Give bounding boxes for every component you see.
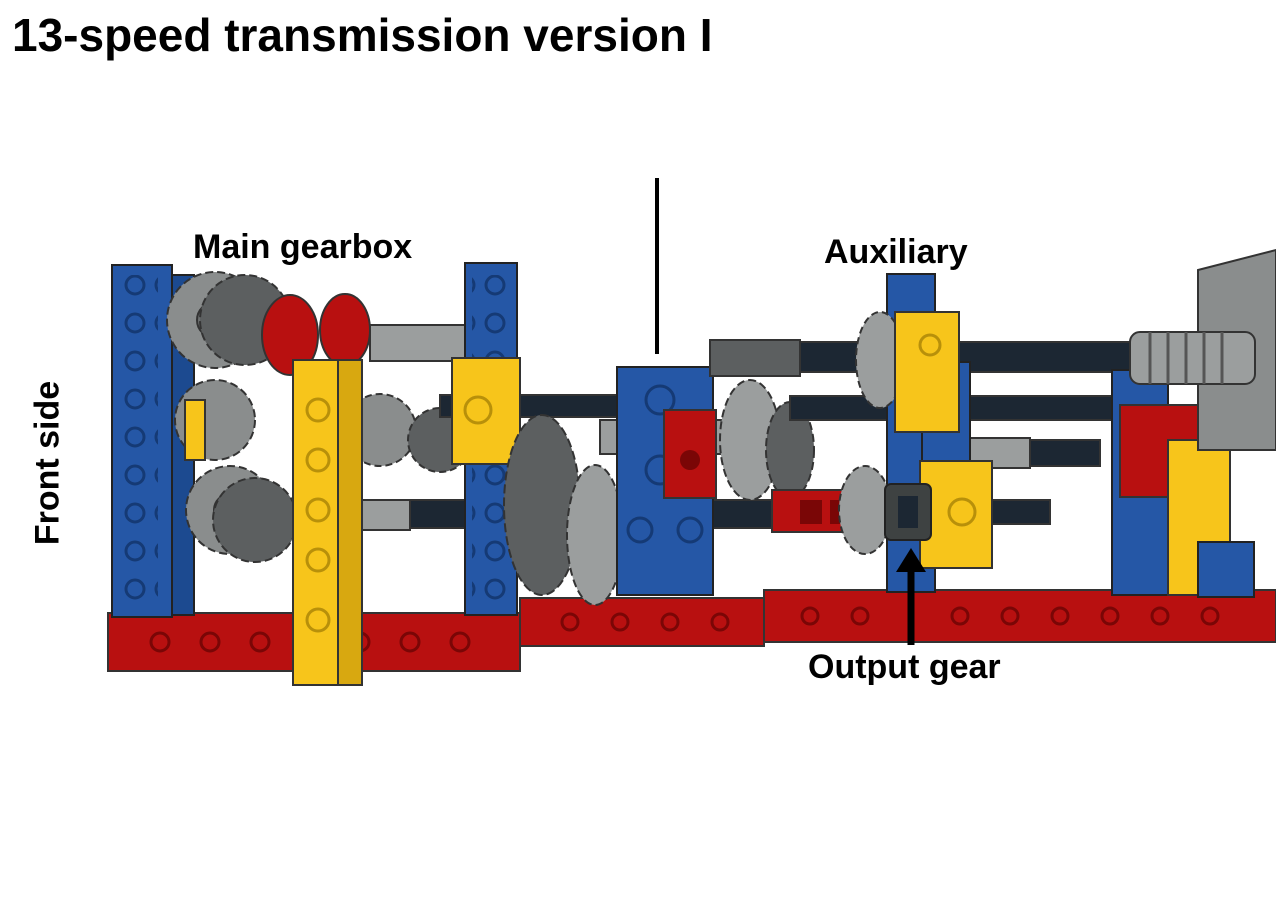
center-gears — [503, 379, 815, 606]
middle-blue-block — [616, 366, 717, 596]
right-gray-bracket — [1129, 248, 1276, 451]
auxiliary-gears — [838, 311, 905, 555]
main-gearbox-label: Main gearbox — [193, 228, 413, 266]
front-yellow-liftarm — [292, 359, 363, 686]
page-title: 13-speed transmission version I — [12, 9, 713, 61]
output-arrow — [896, 548, 926, 645]
auxiliary-label: Auxiliary — [824, 233, 968, 271]
center-yellow-block — [451, 357, 521, 465]
output-gear — [884, 483, 932, 541]
auxiliary-yellow-blocks — [894, 311, 993, 569]
output-gear-label: Output gear — [808, 648, 1001, 686]
bottom-red-beams — [107, 589, 1276, 672]
front-side-label: Front side — [28, 380, 67, 546]
